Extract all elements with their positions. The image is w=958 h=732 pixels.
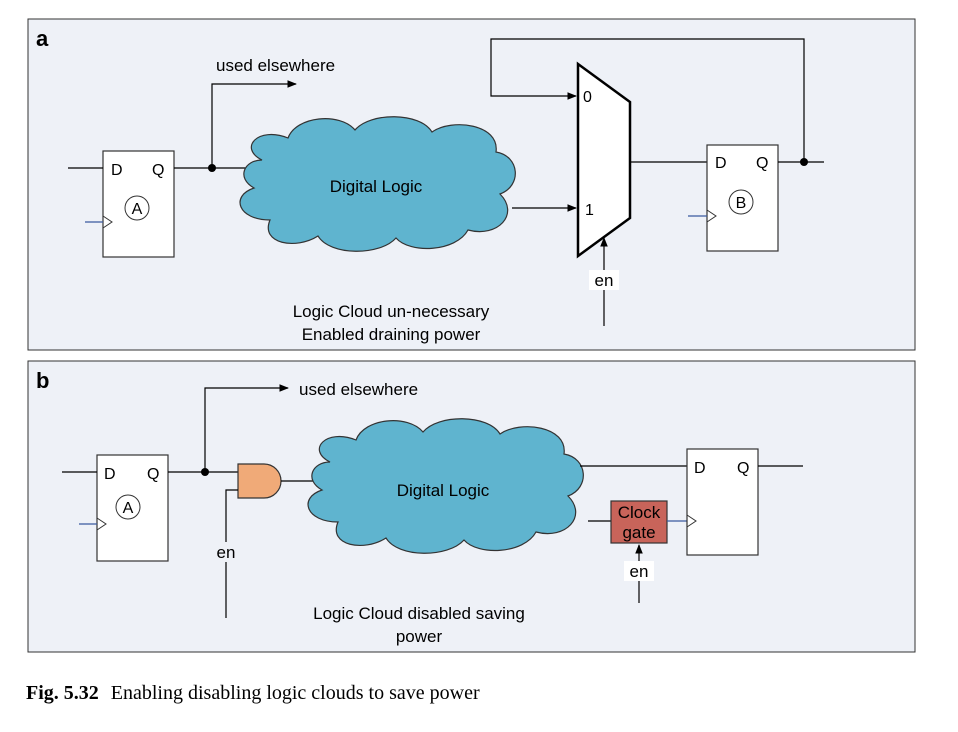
flip-flop-b: D Q B bbox=[688, 144, 779, 252]
flip-flop-a: D Q A bbox=[85, 150, 175, 258]
clock-triangle-icon bbox=[96, 517, 107, 531]
ff-out-q-pin: Q bbox=[737, 460, 749, 477]
clock-triangle-icon bbox=[102, 215, 113, 229]
panel-a: a D Q A used elsewhere Digital Logic 0 1… bbox=[27, 18, 916, 351]
clock-gate-enable-label: en bbox=[630, 562, 649, 581]
panel-b: b D Q A used elsewhere en Digital Logic … bbox=[27, 360, 916, 653]
and-enable-label: en bbox=[217, 543, 236, 562]
logic-cloud-diagram: a D Q A used elsewhere Digital Logic 0 1… bbox=[27, 18, 916, 653]
mux-enable-label: en bbox=[595, 271, 614, 290]
ff-out-d-pin: D bbox=[694, 460, 706, 477]
clock-triangle-icon bbox=[706, 209, 717, 223]
feedback-wire bbox=[490, 38, 805, 162]
ff-a-d-pin: D bbox=[111, 162, 123, 179]
cloud-label: Digital Logic bbox=[330, 177, 423, 196]
panel-b-letter: b bbox=[36, 368, 49, 393]
ff-a-d-pin: D bbox=[104, 466, 116, 483]
ff-a-q-pin: Q bbox=[152, 162, 164, 179]
ff-b-label: B bbox=[736, 195, 747, 212]
mux-input-0: 0 bbox=[583, 89, 592, 106]
clock-gate bbox=[610, 500, 668, 544]
mux-input-1: 1 bbox=[585, 202, 594, 219]
panel-b-note-line1: Logic Cloud disabled saving bbox=[313, 604, 525, 623]
cloud-label: Digital Logic bbox=[397, 481, 490, 500]
figure-number: Fig. 5.32 bbox=[26, 682, 99, 704]
panel-a-note-line2: Enabled draining power bbox=[302, 325, 481, 344]
used-elsewhere-label: used elsewhere bbox=[299, 380, 418, 399]
panel-a-note-line1: Logic Cloud un-necessary bbox=[293, 302, 490, 321]
used-elsewhere-wire bbox=[204, 384, 289, 472]
ff-a-label: A bbox=[132, 201, 143, 218]
flip-flop-output: D Q bbox=[686, 448, 759, 556]
digital-logic-cloud bbox=[239, 116, 516, 252]
junction-dot bbox=[800, 158, 808, 166]
ff-a-q-pin: Q bbox=[147, 466, 159, 483]
clock-gate-label-line1: Clock bbox=[618, 503, 661, 522]
multiplexer bbox=[576, 61, 632, 259]
used-elsewhere-wire bbox=[211, 80, 297, 168]
used-elsewhere-label: used elsewhere bbox=[216, 56, 335, 75]
and-enable-wire bbox=[225, 489, 238, 618]
clock-gate-label-line2: gate bbox=[622, 523, 655, 542]
clock-triangle-icon bbox=[686, 514, 697, 528]
ff-b-d-pin: D bbox=[715, 155, 727, 172]
figure-caption-text: Enabling disabling logic clouds to save … bbox=[110, 682, 480, 704]
ff-a-label: A bbox=[123, 500, 134, 517]
flip-flop-a: D Q A bbox=[79, 454, 169, 562]
panel-b-note-line2: power bbox=[396, 627, 443, 646]
panel-a-letter: a bbox=[36, 26, 49, 51]
digital-logic-cloud bbox=[307, 418, 584, 554]
figure-caption: Fig. 5.32 Enabling disabling logic clouds… bbox=[26, 682, 480, 705]
and-gate bbox=[237, 463, 282, 499]
ff-b-q-pin: Q bbox=[756, 155, 768, 172]
